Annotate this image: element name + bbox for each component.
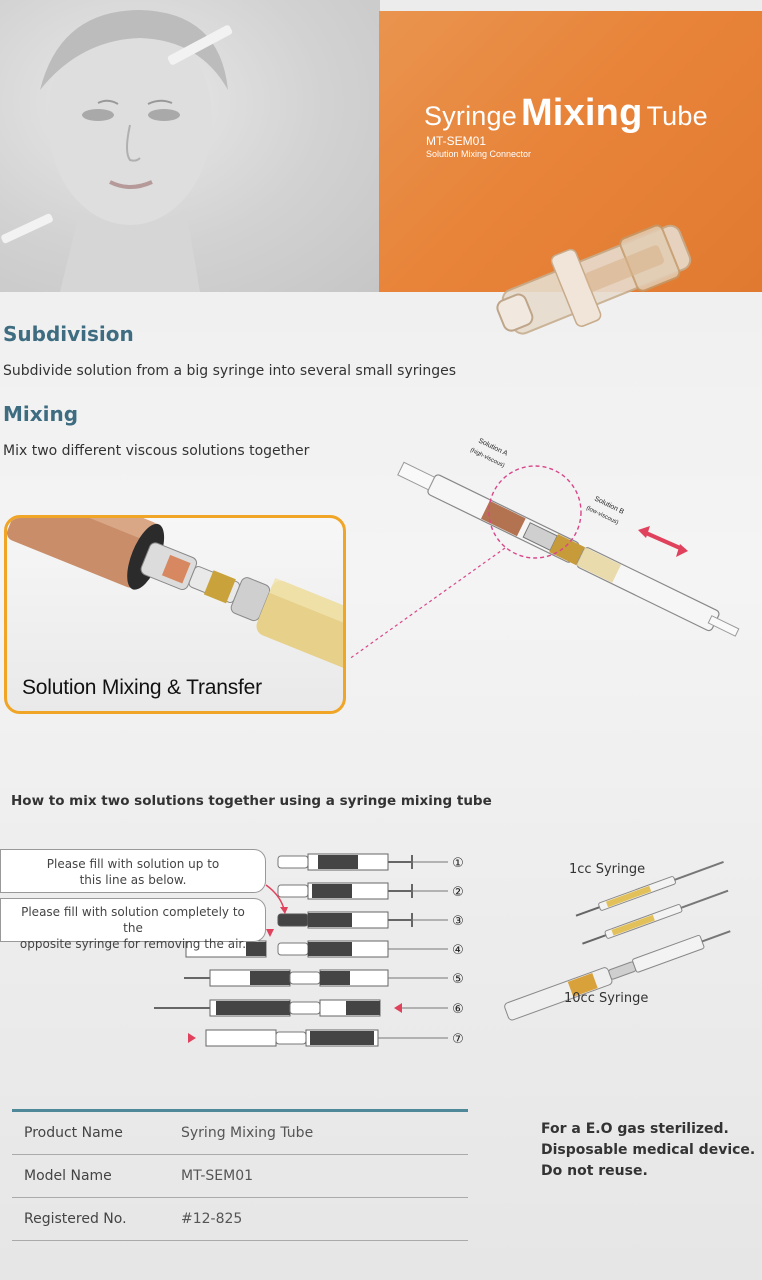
spec-row-product-name: Product Name Syring Mixing Tube [12, 1112, 468, 1155]
mixing-tube-connector-image [496, 224, 692, 335]
hero-model-photo [0, 0, 380, 292]
fill-note-1-line2: this line as below. [79, 873, 187, 887]
closeup-illustration [7, 518, 343, 682]
spec-label: Model Name [24, 1168, 112, 1184]
step-number: ① [452, 856, 464, 871]
sterile-line-1: For a E.O gas sterilized. [541, 1121, 729, 1137]
fill-note-1-line1: Please fill with solution up to [46, 857, 220, 871]
mixing-closeup-photo: Solution Mixing & Transfer [4, 515, 346, 714]
mixing-syringe-diagram: Solution A (high-viscous) Solution B (lo… [350, 438, 740, 660]
step-number: ⑤ [452, 972, 464, 987]
spec-table-top-rule [12, 1109, 468, 1112]
mixing-steps-diagram: ① ② ③ ④ ⑤ [154, 853, 464, 1047]
step-number: ② [452, 885, 464, 900]
closeup-caption: Solution Mixing & Transfer [22, 676, 262, 699]
syringe-size-comparison [504, 861, 731, 1021]
spec-label: Product Name [24, 1125, 123, 1141]
fill-note-2-line2: opposite syringe for removing the air. [19, 937, 247, 951]
step-number: ③ [452, 914, 464, 929]
face-illustration [1, 10, 233, 292]
step-number: ⑥ [452, 1002, 464, 1017]
step-number: ④ [452, 943, 464, 958]
sterile-line-3: Do not reuse. [541, 1163, 648, 1179]
step-number: ⑦ [452, 1032, 464, 1047]
fill-note-2: Please fill with solution completely to … [0, 898, 266, 951]
spec-row-model-name: Model Name MT-SEM01 [12, 1155, 468, 1198]
1cc-syringe-label: 1cc Syringe [569, 862, 646, 877]
sterile-line-2: Disposable medical device. [541, 1142, 756, 1158]
fill-note-2-line1: Please fill with solution completely to … [21, 905, 245, 935]
hero-orange-banner [379, 11, 762, 292]
mixing-description: Mix two different viscous solutions toge… [3, 443, 310, 459]
model-number: MT-SEM01 [426, 134, 487, 148]
fill-note-1: Please fill with solution up to this lin… [0, 849, 266, 893]
product-subtitle: Solution Mixing Connector [426, 149, 532, 159]
subdivision-description: Subdivide solution from a big syringe in… [3, 363, 457, 379]
subdivision-heading: Subdivision [3, 322, 134, 346]
howto-heading: How to mix two solutions together using … [11, 793, 492, 809]
mixing-heading: Mixing [3, 402, 79, 426]
spec-value: Syring Mixing Tube [181, 1125, 314, 1141]
spec-row-registered-no: Registered No. #12-825 [12, 1198, 468, 1241]
sterilization-notice: For a E.O gas sterilized. Disposable med… [541, 1119, 755, 1182]
10cc-syringe-label: 10cc Syringe [564, 991, 649, 1006]
spec-value: MT-SEM01 [181, 1168, 254, 1184]
spec-value: #12-825 [181, 1211, 243, 1227]
product-spec-table: Product Name Syring Mixing Tube Model Na… [12, 1109, 468, 1241]
spec-label: Registered No. [24, 1211, 127, 1227]
